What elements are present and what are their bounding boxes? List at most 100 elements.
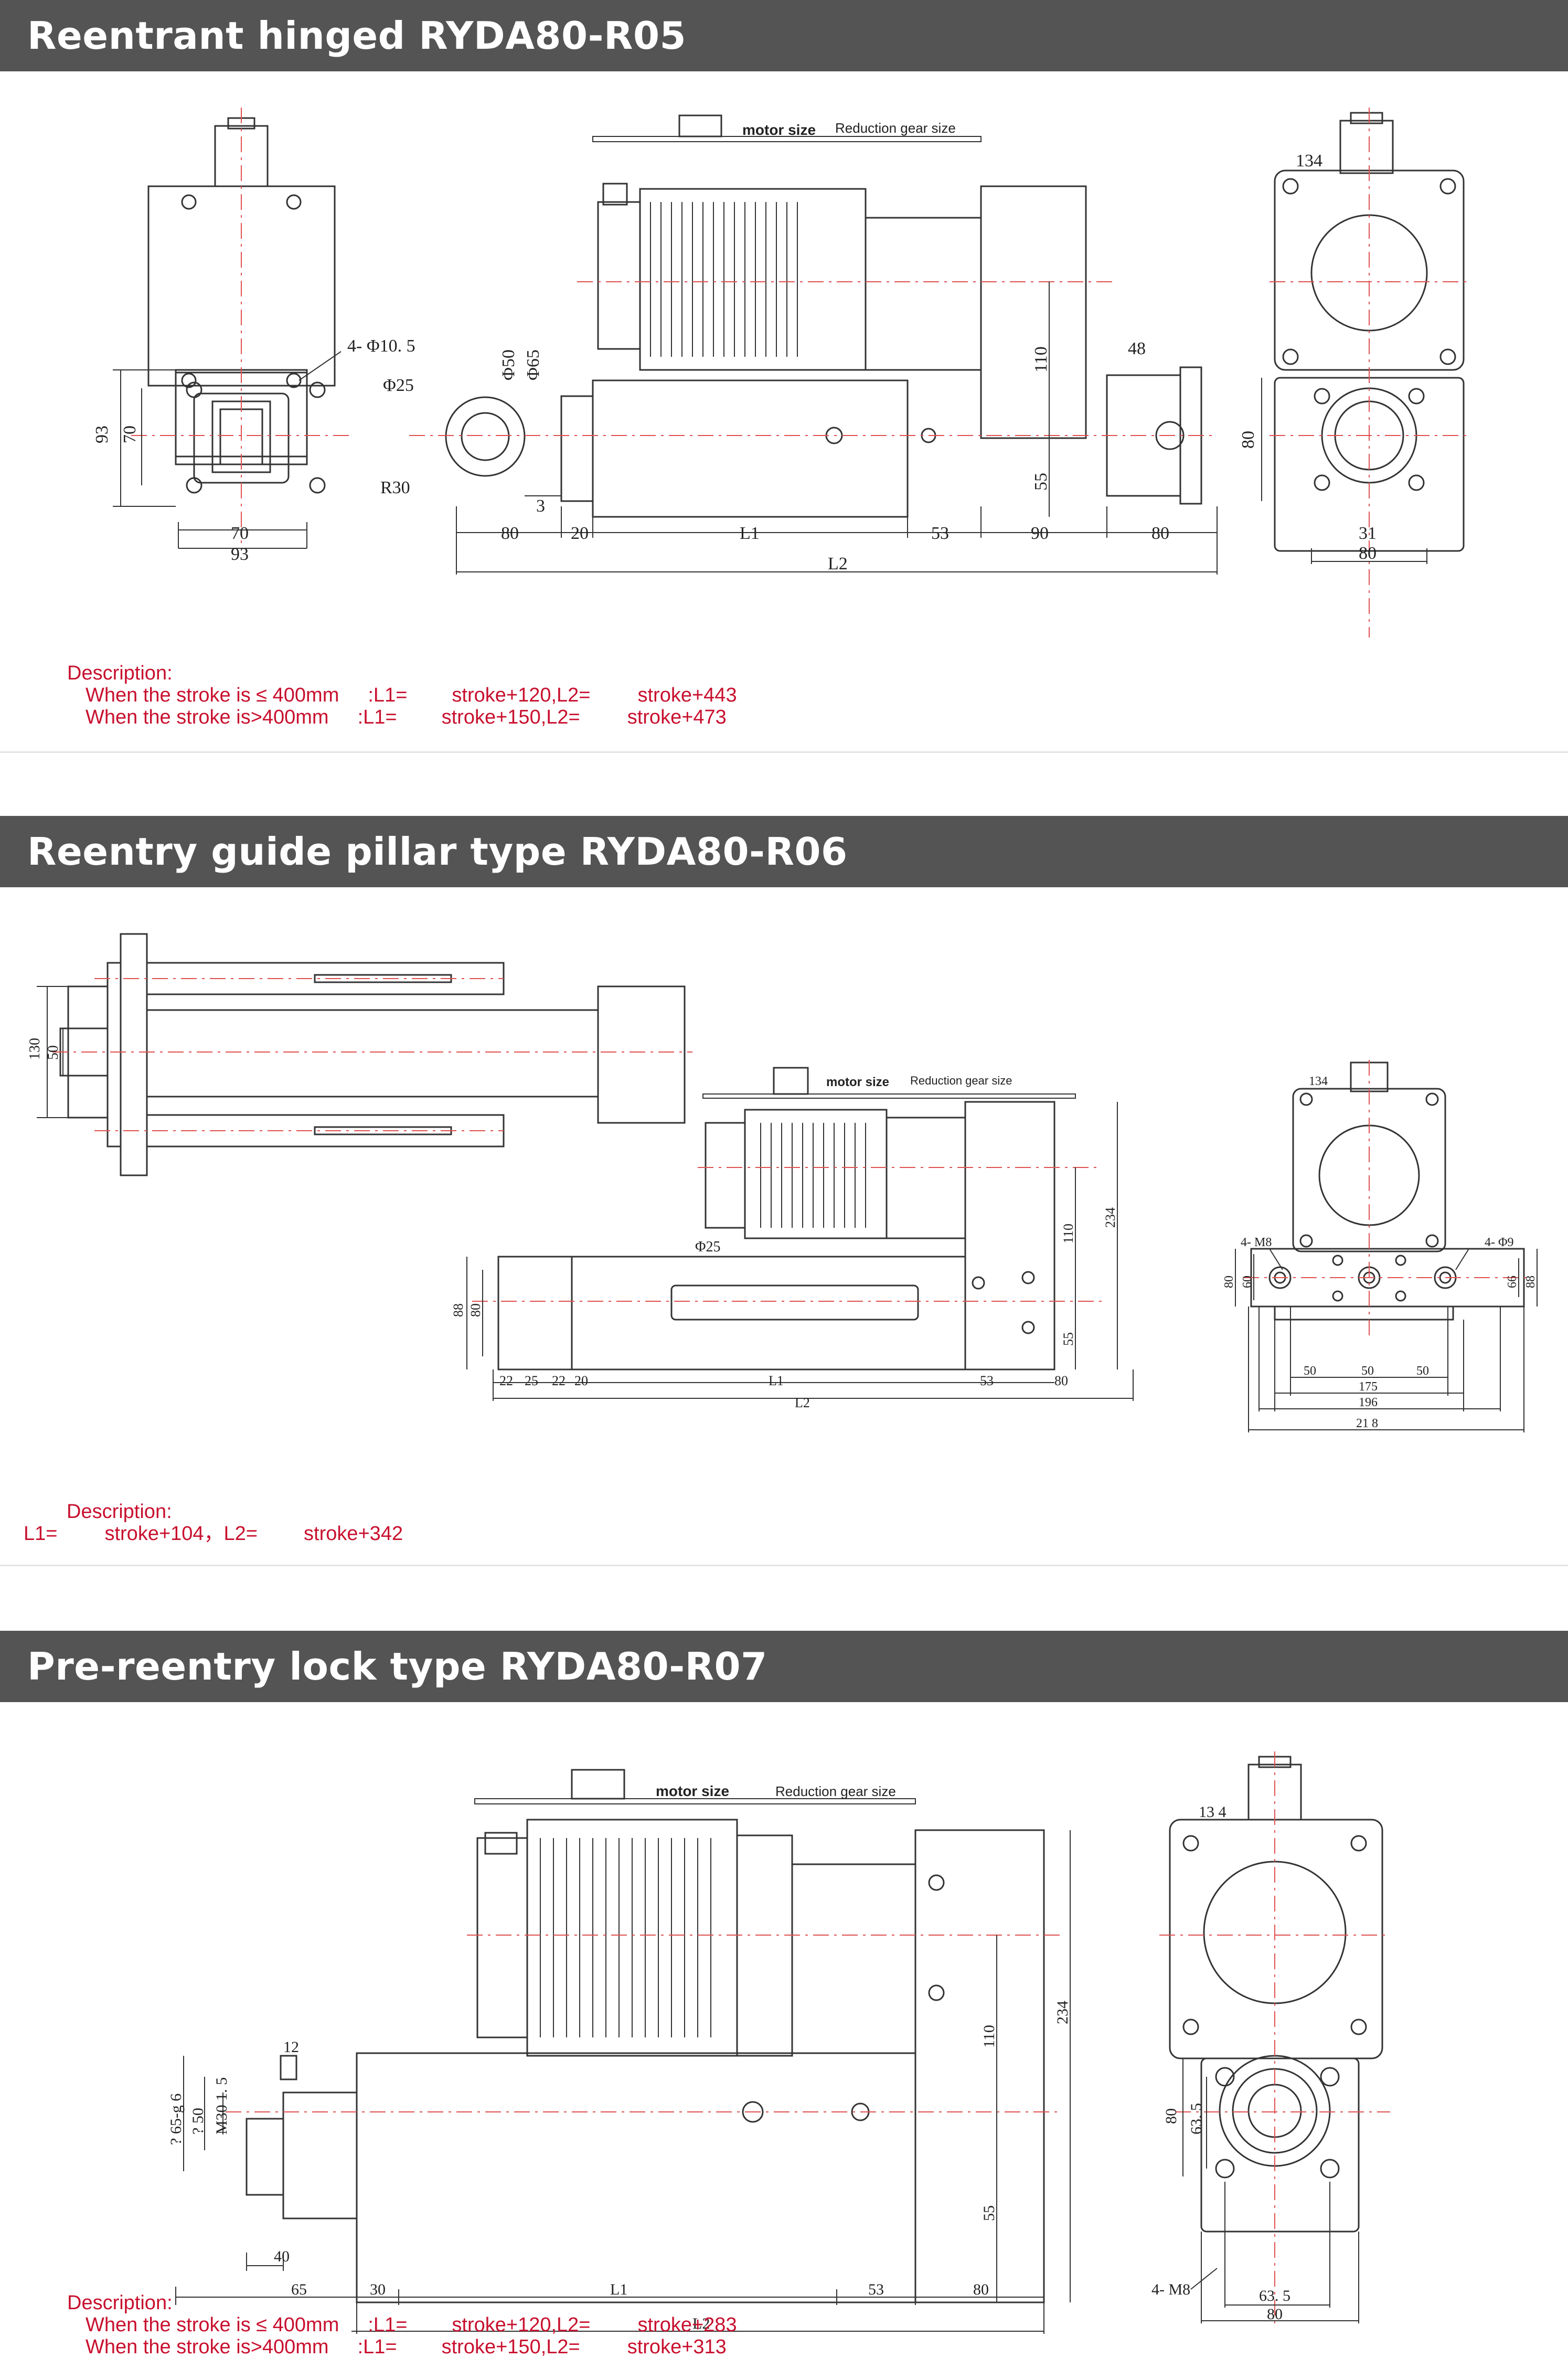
dim-w196: 196 [1359, 1396, 1378, 1409]
description-label: Description: [67, 2292, 173, 2314]
technical-drawing-r05: 4- Φ10. 5 93 70 70 93 [92, 108, 1469, 638]
section-r05: Reentrant hinged RYDA80-R05 [0, 0, 1568, 753]
dim-holes: 4- Φ10. 5 [347, 336, 415, 356]
dim-e134: 134 [1309, 1075, 1328, 1088]
dim-h70: 70 [120, 426, 140, 443]
dim-h80: 80 [468, 1303, 483, 1317]
section-r07: Pre-reentry lock type RYDA80-R07 [0, 1631, 1568, 2358]
desc-l2-value: stroke+313 [627, 2336, 727, 2358]
dim-d9: 4- Φ9 [1485, 1236, 1514, 1249]
dim-h110: 110 [1061, 1224, 1076, 1244]
desc-l2-value: stroke+342 [304, 1523, 403, 1545]
dim-v3: M30 1. 5 [213, 2077, 230, 2134]
section-divider [0, 1565, 1568, 1566]
dim-s20: 20 [571, 524, 589, 543]
label-motor-size: motor size [742, 122, 816, 138]
dim-p50b: 50 [1361, 1364, 1374, 1378]
description: Description: L1=stroke+104，L2=stroke+342 [24, 1501, 403, 1545]
section-title: Reentry guide pillar type RYDA80-R06 [0, 816, 1568, 887]
description-label: Description: [67, 662, 173, 684]
dim-e80: 80 [1267, 2306, 1283, 2323]
dim-s53: 53 [980, 1373, 994, 1388]
dim-h234: 234 [1054, 2001, 1071, 2024]
dim-h130: 130 [27, 1038, 43, 1060]
desc-condition: When the stroke is ≤ 400mm [86, 684, 339, 706]
dim-d25: Φ25 [695, 1239, 720, 1255]
dim-s53: 53 [868, 2281, 884, 2298]
dim-h55: 55 [1031, 473, 1051, 491]
dim-w175: 175 [1359, 1380, 1378, 1394]
dim-e60: 60 [1241, 1276, 1254, 1288]
side-view [409, 114, 1218, 575]
dim-s40: 40 [274, 2248, 290, 2265]
dim-d50: Φ50 [499, 349, 518, 380]
description: Description: When the stroke is ≤ 400mm:… [67, 2292, 737, 2358]
section-title: Reentrant hinged RYDA80-R05 [0, 0, 1568, 71]
desc-l2-value: stroke+443 [637, 684, 737, 706]
dim-h110: 110 [980, 2025, 998, 2048]
dim-e80v: 80 [1162, 2108, 1180, 2124]
end-view [1235, 1060, 1538, 1432]
dim-l1: L1 [740, 524, 760, 543]
dim-h234: 234 [1103, 1207, 1118, 1228]
dim-p50c: 50 [1416, 1364, 1429, 1378]
desc-l1: :L1= [357, 706, 397, 728]
dim-p50a: 50 [1304, 1364, 1316, 1378]
desc-l2: stroke+120,L2= [452, 2314, 591, 2336]
dim-s3: 3 [536, 496, 545, 516]
dim-h88: 88 [451, 1303, 466, 1317]
desc-l2: stroke+150,L2= [441, 2336, 580, 2358]
description-row: When the stroke is ≤ 400mm:L1=stroke+120… [67, 2314, 737, 2336]
desc-l2: stroke+150,L2= [441, 706, 580, 728]
desc-l2-value: stroke+283 [637, 2314, 737, 2336]
section-title: Pre-reentry lock type RYDA80-R07 [0, 1631, 1568, 1702]
desc-l2: stroke+120,L2= [452, 684, 591, 706]
dim-s22b: 22 [552, 1373, 566, 1388]
desc-l2: stroke+104，L2= [104, 1523, 258, 1545]
dim-h110: 110 [1031, 346, 1051, 373]
desc-l1: :L1= [357, 2336, 397, 2358]
label-gear-size: Reduction gear size [775, 1783, 896, 1799]
dim-l2: L2 [692, 2315, 710, 2332]
technical-drawing-r07: motor size Reduction gear size ? 65-g 6 … [167, 1751, 1390, 2334]
desc-l2-value: stroke+473 [627, 706, 727, 728]
dim-e80: 80 [1359, 544, 1377, 563]
dim-m8: 4- M8 [1151, 2281, 1190, 2298]
end-view [1261, 108, 1469, 638]
dim-r30: R30 [380, 478, 410, 497]
side-view [175, 1769, 1071, 2334]
dim-l2: L2 [795, 1395, 810, 1410]
section-divider [0, 751, 1568, 753]
dim-s80: 80 [501, 524, 519, 543]
description-row: When the stroke is>400mm :L1= stroke+150,L… [67, 2336, 737, 2358]
label-gear-size: Reduction gear size [910, 1074, 1012, 1087]
dim-v2: ? 50 [189, 2108, 207, 2134]
dim-e88: 88 [1524, 1276, 1538, 1288]
dim-w48: 48 [1128, 339, 1146, 358]
dim-l1: L1 [769, 1373, 784, 1388]
desc-condition: When the stroke is>400mm [86, 2336, 329, 2358]
label-motor-size: motor size [826, 1075, 889, 1089]
dim-d25: Φ25 [383, 376, 414, 395]
desc-condition: When the stroke is>400mm [86, 706, 329, 728]
dim-e80v: 80 [1239, 431, 1258, 449]
section-r06: Reentry guide pillar type RYDA80-R06 130… [0, 816, 1568, 1566]
dim-s90: 90 [1031, 524, 1049, 543]
dim-s65: 65 [291, 2281, 307, 2298]
dim-h55: 55 [980, 2205, 998, 2221]
desc-l1: L1= [24, 1523, 58, 1545]
dim-s20: 20 [574, 1373, 588, 1388]
description-row: When the stroke is ≤ 400mm:L1=stroke+120… [67, 684, 737, 706]
dim-e80: 80 [1222, 1276, 1236, 1288]
dim-l1: L1 [610, 2281, 627, 2298]
dim-s22: 22 [499, 1373, 513, 1388]
label-motor-size: motor size [656, 1783, 729, 1799]
dim-s30: 30 [370, 2281, 386, 2298]
dim-h50: 50 [45, 1045, 61, 1060]
dim-e635v: 63. 5 [1188, 2103, 1205, 2134]
dim-s80: 80 [973, 2281, 989, 2298]
desc-condition: When the stroke is ≤ 400mm [86, 2314, 339, 2336]
dim-e134: 13 4 [1199, 1803, 1226, 1821]
dim-s53: 53 [931, 524, 949, 543]
front-view [113, 108, 351, 549]
